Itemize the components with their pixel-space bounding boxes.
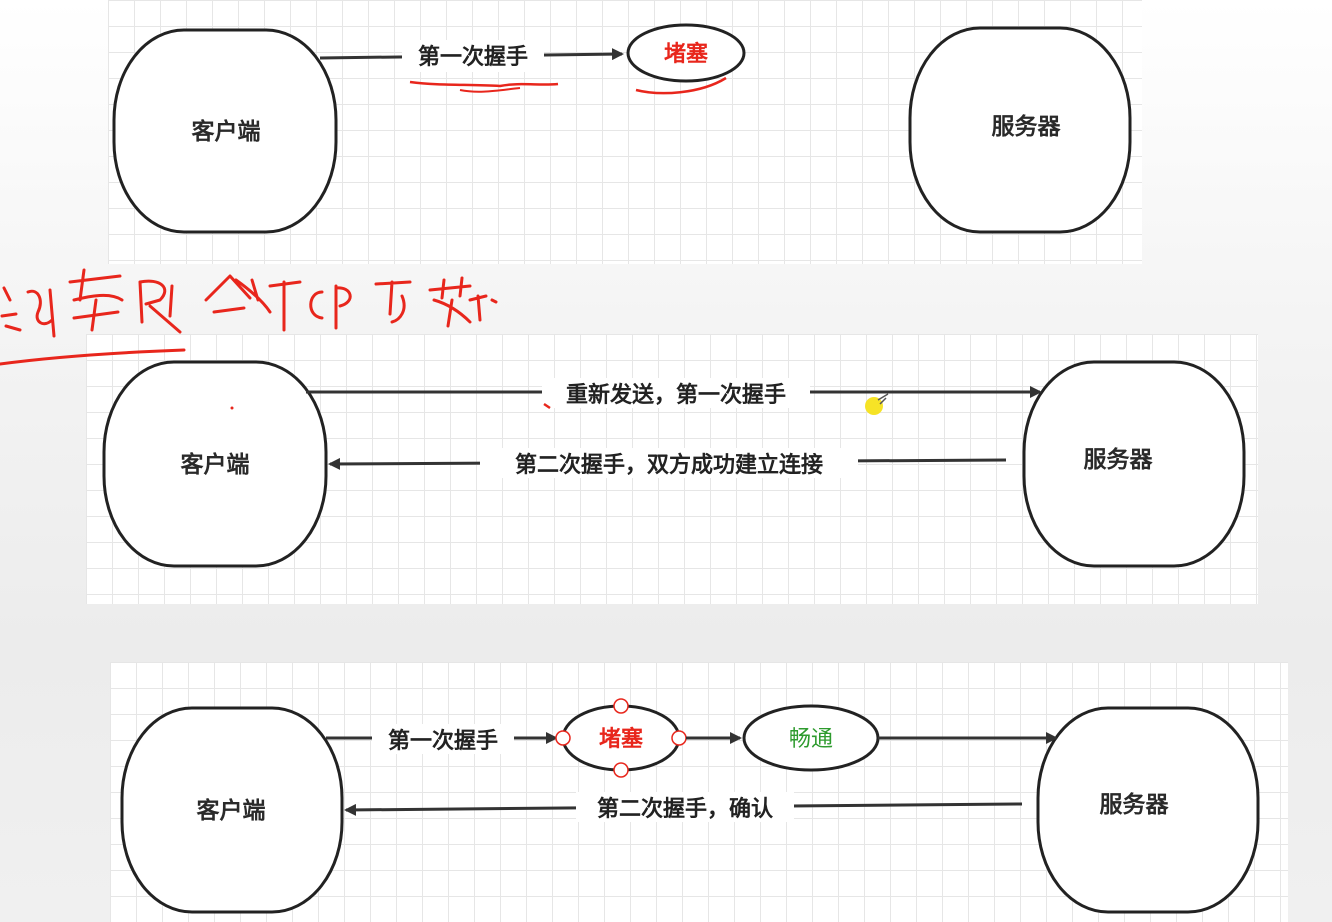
clear-label: 畅通 bbox=[789, 726, 833, 751]
diagram-3: 客户端 服务器 第一次握手 堵塞 畅通 第二次握手，确认 bbox=[120, 698, 1260, 914]
resend-first-handshake-label: 重新发送，第一次握手 bbox=[566, 382, 786, 407]
server-label: 服务器 bbox=[1100, 791, 1170, 817]
handwritten-dot bbox=[230, 406, 234, 410]
selection-handle[interactable] bbox=[613, 762, 629, 778]
client-label: 客户端 bbox=[192, 118, 261, 144]
client-label: 客户端 bbox=[181, 451, 250, 477]
server-node[interactable] bbox=[908, 26, 1132, 234]
client-label: 客户端 bbox=[197, 797, 266, 823]
second-handshake-label: 第二次握手，双方成功建立连接 bbox=[515, 452, 823, 477]
confirm-label: 第二次握手，确认 bbox=[597, 796, 773, 821]
client-node[interactable] bbox=[120, 706, 344, 914]
handwritten-underline bbox=[459, 87, 521, 93]
client-node[interactable] bbox=[102, 360, 328, 568]
diagram-1: 客户端 服务器 第一次握手 堵塞 bbox=[112, 23, 1132, 234]
selection-handle[interactable] bbox=[555, 730, 571, 746]
congestion-label: 堵塞 bbox=[664, 41, 709, 66]
handwritten-underline bbox=[635, 76, 727, 95]
cursor-highlight bbox=[865, 397, 883, 415]
first-handshake-label: 第一次握手 bbox=[418, 44, 528, 69]
server-label: 服务器 bbox=[1084, 446, 1154, 472]
handwritten-mark bbox=[543, 402, 551, 410]
selection-handle[interactable] bbox=[613, 698, 629, 714]
congestion-label: 堵塞 bbox=[599, 726, 644, 751]
server-label: 服务器 bbox=[992, 113, 1062, 139]
cursor-icon bbox=[877, 393, 889, 405]
client-node[interactable] bbox=[112, 28, 338, 234]
handwritten-underline bbox=[409, 80, 559, 88]
diagram-2: 客户端 服务器 重新发送，第一次握手 第二次握手，双方成功建立连接 bbox=[102, 360, 1246, 568]
handwritten-annotation bbox=[0, 268, 498, 366]
congestion-node[interactable] bbox=[626, 23, 746, 83]
server-node[interactable] bbox=[1036, 706, 1260, 914]
first-handshake-label: 第一次握手 bbox=[388, 728, 498, 753]
server-node[interactable] bbox=[1022, 360, 1246, 568]
selection-handle[interactable] bbox=[671, 730, 687, 746]
